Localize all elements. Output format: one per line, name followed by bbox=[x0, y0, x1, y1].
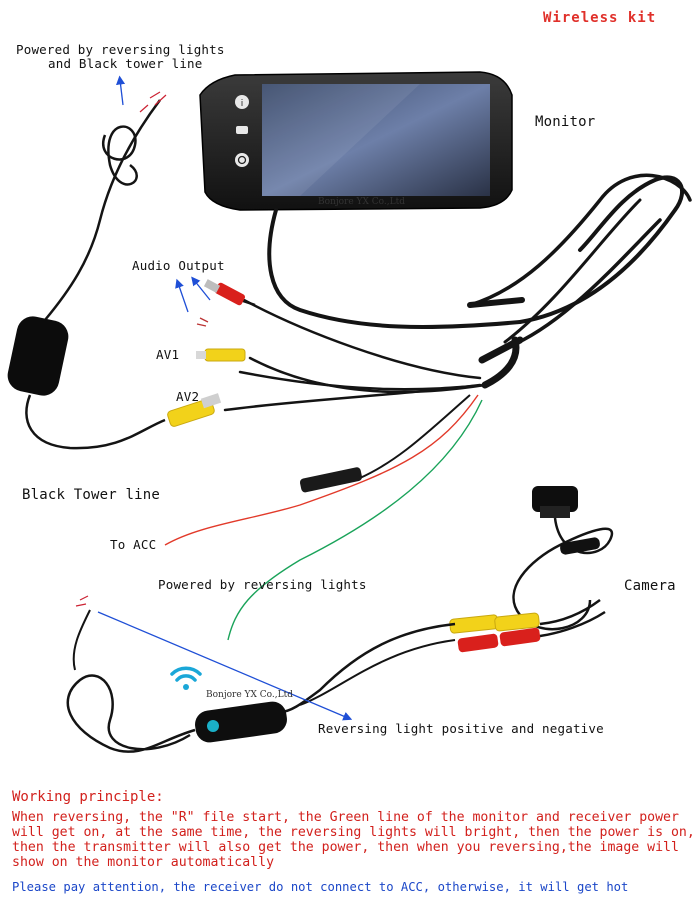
label-power-reverse-line2: and Black tower line bbox=[48, 56, 203, 71]
acc-wire bbox=[164, 394, 479, 546]
audio-output-rca bbox=[196, 279, 256, 327]
label-black-tower-line: Black Tower line bbox=[22, 487, 161, 503]
monitor-cables bbox=[223, 173, 692, 412]
principle-heading: Working principle: bbox=[12, 789, 164, 805]
label-to-acc: To ACC bbox=[110, 537, 157, 552]
green-wire bbox=[227, 399, 483, 641]
receiver-module bbox=[7, 91, 167, 450]
wifi-icon bbox=[170, 666, 202, 690]
brand-transmitter: Bonjore YX Co.,Ltd bbox=[206, 690, 293, 700]
label-powered-by-reversing: Powered by reversing lights bbox=[158, 577, 367, 592]
label-reversing-light: Reversing light positive and negative bbox=[318, 721, 604, 736]
label-audio-output: Audio Output bbox=[132, 258, 225, 273]
label-camera: Camera bbox=[624, 578, 676, 594]
black-tower-connector bbox=[299, 467, 363, 493]
brand-monitor: Bonjore YX Co.,Ltd bbox=[318, 197, 405, 207]
principle-body: When reversing, the "R" file start, the … bbox=[12, 810, 695, 870]
monitor: i bbox=[199, 71, 513, 211]
annotation-arrows bbox=[97, 75, 353, 721]
camera bbox=[512, 486, 614, 631]
info-icon bbox=[235, 95, 249, 109]
label-av2: AV2 bbox=[176, 389, 200, 404]
warning-note: Please pay attention, the receiver do no… bbox=[12, 880, 629, 894]
av2-rca bbox=[167, 393, 222, 427]
power-icon bbox=[235, 153, 249, 167]
transmitter bbox=[66, 595, 456, 753]
camera-icon bbox=[236, 126, 248, 134]
label-monitor: Monitor bbox=[535, 114, 596, 130]
svg-text:i: i bbox=[241, 99, 244, 109]
av1-rca bbox=[196, 348, 246, 362]
label-power-reverse-line1: Powered by reversing lights bbox=[16, 42, 225, 57]
working-principle: Working principle: When reversing, the "… bbox=[12, 789, 696, 871]
label-av1: AV1 bbox=[156, 347, 180, 362]
title: Wireless kit bbox=[543, 10, 657, 26]
camera-rca bbox=[449, 598, 606, 653]
